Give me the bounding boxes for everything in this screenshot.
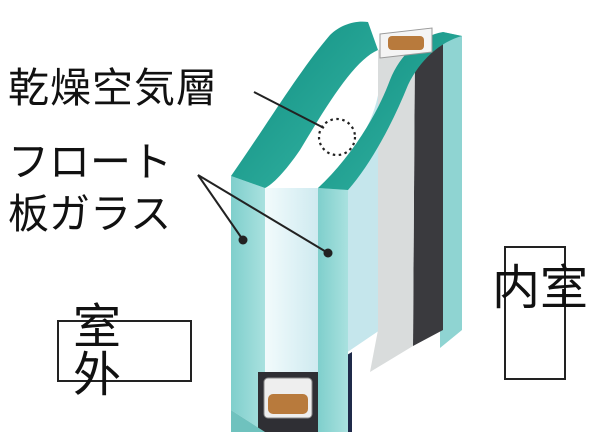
inner-pane-side bbox=[440, 32, 462, 348]
outdoor-label: 室外 bbox=[57, 303, 192, 399]
air-layer-leader bbox=[253, 91, 325, 129]
dotted-circle-icon bbox=[317, 117, 357, 157]
outer-pane-bottom bbox=[231, 410, 265, 432]
air-layer bbox=[265, 188, 318, 432]
inner-pane-top bbox=[318, 32, 462, 190]
air-layer-label: 乾燥空気層 bbox=[8, 64, 218, 112]
float-glass-leader-1 bbox=[197, 174, 244, 241]
bottom-desiccant bbox=[268, 394, 308, 414]
indoor-label: 室内 bbox=[483, 246, 587, 380]
spacer-right bbox=[413, 34, 443, 346]
inner-pane-face bbox=[318, 188, 348, 432]
float-glass-label-line1: フロート bbox=[8, 138, 172, 186]
outer-pane-top bbox=[231, 21, 378, 188]
float-glass-label: フロート 板ガラス bbox=[8, 136, 172, 240]
top-desiccant bbox=[388, 36, 424, 50]
float-glass-leader-2 bbox=[197, 174, 329, 254]
float-glass-label-line2: 板ガラス bbox=[8, 190, 172, 238]
